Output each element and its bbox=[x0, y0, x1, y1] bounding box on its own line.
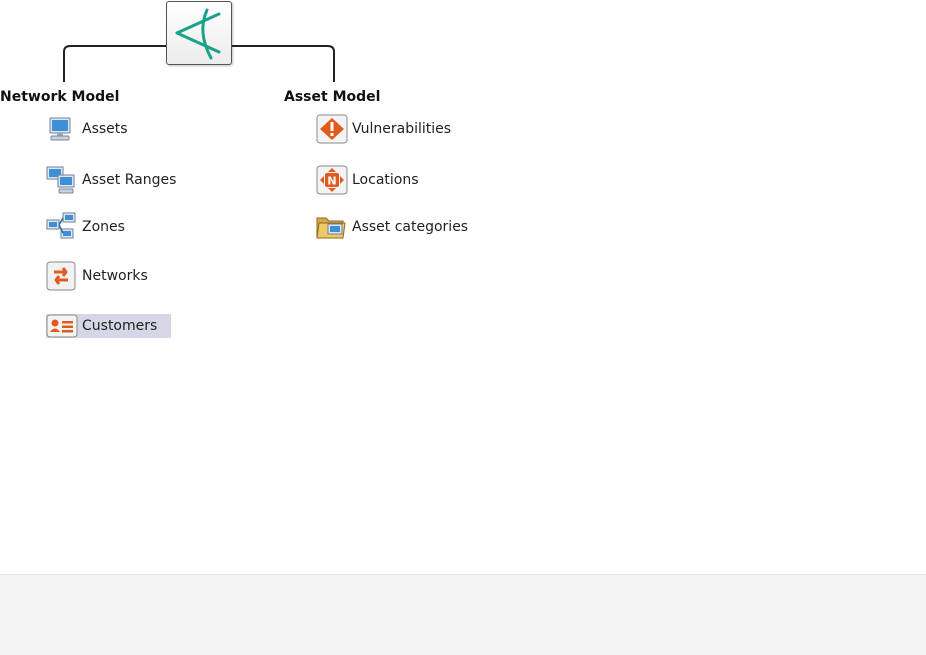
svg-text:N: N bbox=[327, 175, 336, 188]
tree-item-customers[interactable]: Customers bbox=[46, 311, 172, 341]
tree-connector bbox=[63, 45, 335, 82]
contact-card-icon bbox=[46, 311, 80, 341]
network-arrows-icon bbox=[46, 261, 80, 291]
tree-item-zones[interactable]: Zones bbox=[46, 212, 139, 242]
tree-item-locations[interactable]: N Locations bbox=[316, 165, 433, 195]
network-zone-icon bbox=[46, 212, 80, 242]
location-n-icon: N bbox=[316, 165, 350, 195]
tree-item-assets[interactable]: Assets bbox=[46, 117, 142, 141]
tree-item-label: Assets bbox=[82, 121, 128, 137]
tree-item-networks[interactable]: Networks bbox=[46, 261, 162, 291]
tree-item-label: Locations bbox=[352, 172, 419, 188]
tree-item-asset-ranges[interactable]: Asset Ranges bbox=[46, 165, 190, 195]
multi-computer-icon bbox=[46, 165, 80, 195]
network-model-title: Network Model bbox=[0, 89, 120, 105]
tree-item-asset-categories[interactable]: Asset categories bbox=[316, 215, 482, 239]
tree-item-vulnerabilities[interactable]: Vulnerabilities bbox=[316, 114, 465, 144]
tree-item-label: Vulnerabilities bbox=[352, 121, 452, 137]
tree-item-label: Zones bbox=[82, 219, 125, 235]
tree-item-label: Customers bbox=[82, 318, 158, 334]
tree-item-label: Asset Ranges bbox=[82, 172, 177, 188]
folder-computer-icon bbox=[316, 212, 350, 242]
warning-diamond-icon bbox=[316, 114, 350, 144]
tree-item-label: Asset categories bbox=[352, 219, 469, 235]
computer-icon bbox=[46, 114, 80, 144]
asset-model-title: Asset Model bbox=[284, 89, 381, 105]
tree-item-label: Networks bbox=[82, 268, 148, 284]
root-node[interactable] bbox=[166, 1, 232, 65]
network-root-icon bbox=[175, 8, 221, 60]
footer-bar bbox=[0, 574, 926, 655]
